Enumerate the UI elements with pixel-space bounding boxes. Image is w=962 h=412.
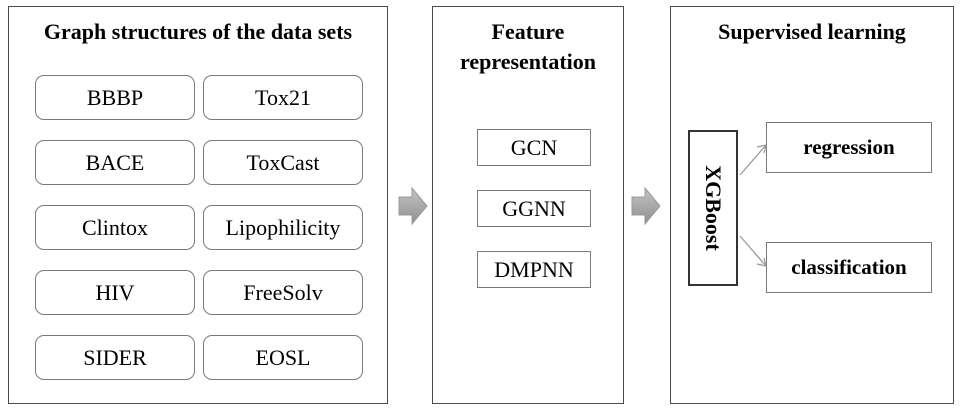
dataset-box-toxcast: ToxCast — [203, 140, 363, 185]
connector-regression — [739, 144, 767, 176]
xgboost-box: XGBoost — [688, 130, 738, 286]
dataset-box-clintox: Clintox — [35, 205, 195, 250]
feature-box-ggnn: GGNN — [477, 190, 591, 227]
dataset-box-lipophilicity: Lipophilicity — [203, 205, 363, 250]
dataset-box-bace: BACE — [35, 140, 195, 185]
dataset-box-sider: SIDER — [35, 335, 195, 380]
learning-panel-title: Supervised learning — [718, 19, 906, 44]
output-box-classification: classification — [766, 242, 932, 293]
dataset-box-eosl: EOSL — [203, 335, 363, 380]
features-panel-title-line2: representation — [459, 49, 597, 74]
datasets-panel-title: Graph structures of the data sets — [43, 19, 353, 44]
output-box-regression: regression — [766, 122, 932, 173]
connector-classification-head — [756, 257, 767, 267]
dataset-box-tox21: Tox21 — [203, 75, 363, 120]
connector-regression-head — [756, 144, 767, 154]
dataset-box-bbbp: BBBP — [35, 75, 195, 120]
dataset-box-freesolv: FreeSolv — [203, 270, 363, 315]
dataset-box-hiv: HIV — [35, 270, 195, 315]
flow-arrow-2 — [631, 186, 661, 226]
feature-box-gcn: GCN — [477, 129, 591, 166]
feature-box-dmpnn: DMPNN — [477, 251, 591, 288]
connector-classification — [739, 235, 767, 267]
features-panel-title-line1: Feature — [491, 19, 565, 44]
flow-arrow-1 — [398, 186, 428, 226]
